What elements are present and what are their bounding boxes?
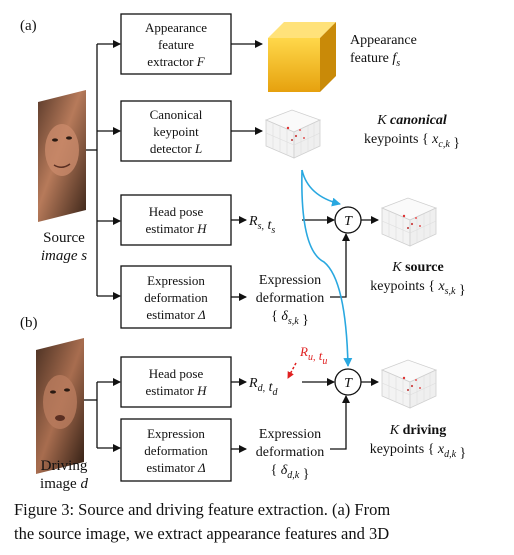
source-branch-wires (86, 40, 121, 300)
appearance-extractor-box: Appearance feature extractor F (120, 13, 232, 75)
expr-deform-driving-line1: Expression (259, 427, 321, 442)
expr-deform-source-line3: { δs,k } (271, 309, 309, 328)
source-face-image (38, 90, 86, 222)
svg-text:estimator H: estimator H (145, 221, 207, 236)
svg-text:estimator Δ: estimator Δ (146, 460, 206, 475)
svg-text:Expression: Expression (147, 426, 205, 441)
svg-text:deformation: deformation (144, 290, 208, 305)
source-label-line2: image s (41, 248, 87, 264)
appearance-feature-cube (268, 22, 336, 92)
svg-text:Appearance: Appearance (145, 20, 207, 35)
expr-deform-driving-line3: { δd,k } (271, 463, 310, 482)
ru-tu-arrow (287, 362, 297, 379)
svg-text:detector L: detector L (150, 141, 202, 156)
svg-text:T: T (344, 214, 353, 229)
canonical-kp-label-line1: K canonical (376, 113, 447, 128)
canonical-kp-label-line2: keypoints { xc,k } (364, 132, 460, 151)
source-label-line1: Source (43, 230, 85, 246)
svg-text:Canonical: Canonical (150, 107, 203, 122)
figure-caption: Figure 3: Source and driving feature ext… (14, 498, 502, 546)
rs-ts-label: Rs, ts (248, 214, 275, 236)
driving-face-image (36, 338, 84, 474)
ru-tu-label: Ru, tu (299, 344, 327, 367)
appearance-feature-label-line2: feature fs (350, 51, 400, 69)
svg-text:keypoint: keypoint (153, 124, 199, 139)
blue-arrow-to-source-T (301, 169, 341, 207)
expression-box-driving: Expression deformation estimator Δ (120, 418, 232, 482)
headpose-box-source: Head pose estimator H (120, 194, 232, 246)
source-kp-label-line1: K source (391, 260, 443, 275)
panel-a-label: (a) (20, 18, 37, 34)
source-keypoints-plot (381, 197, 437, 247)
expr-deform-source-line2: deformation (256, 291, 324, 306)
caption-line-2: the source image, we extract appearance … (14, 524, 390, 543)
svg-text:estimator Δ: estimator Δ (146, 307, 206, 322)
caption-line-1: Figure 3: Source and driving feature ext… (14, 500, 391, 519)
driving-label-line2: image d (40, 476, 88, 492)
driving-branch-wires (84, 378, 121, 452)
source-kp-label-line2: keypoints { xs,k } (370, 279, 465, 298)
canonical-keypoints-plot (265, 109, 321, 159)
expr-deform-driving-line2: deformation (256, 445, 324, 460)
svg-text:extractor F: extractor F (147, 54, 205, 69)
svg-text:Head pose: Head pose (149, 366, 204, 381)
driving-label-line1: Driving (41, 458, 88, 474)
transform-node-driving: T (334, 368, 362, 396)
driving-kp-label-line2: keypoints { xd,k } (370, 442, 467, 461)
expr-deform-source-line1: Expression (259, 273, 321, 288)
rd-td-label: Rd, td (248, 376, 278, 398)
svg-text:Head pose: Head pose (149, 204, 204, 219)
svg-text:deformation: deformation (144, 443, 208, 458)
svg-text:T: T (344, 376, 353, 391)
figure-diagram: (a) (b) Source image s Driving image d A… (20, 13, 467, 492)
headpose-box-driving: Head pose estimator H (120, 356, 232, 408)
blue-arrow-to-driving-T (301, 169, 353, 367)
driving-keypoints-plot (381, 359, 437, 409)
svg-text:estimator H: estimator H (145, 383, 207, 398)
svg-text:feature: feature (158, 37, 194, 52)
panel-b-label: (b) (20, 315, 38, 331)
expression-box-source: Expression deformation estimator Δ (120, 265, 232, 329)
driving-kp-label-line1: K driving (389, 423, 446, 438)
appearance-feature-label-line1: Appearance (350, 33, 417, 48)
transform-node-source: T (334, 206, 362, 234)
canonical-detector-box: Canonical keypoint detector L (120, 100, 232, 162)
svg-text:Expression: Expression (147, 273, 205, 288)
